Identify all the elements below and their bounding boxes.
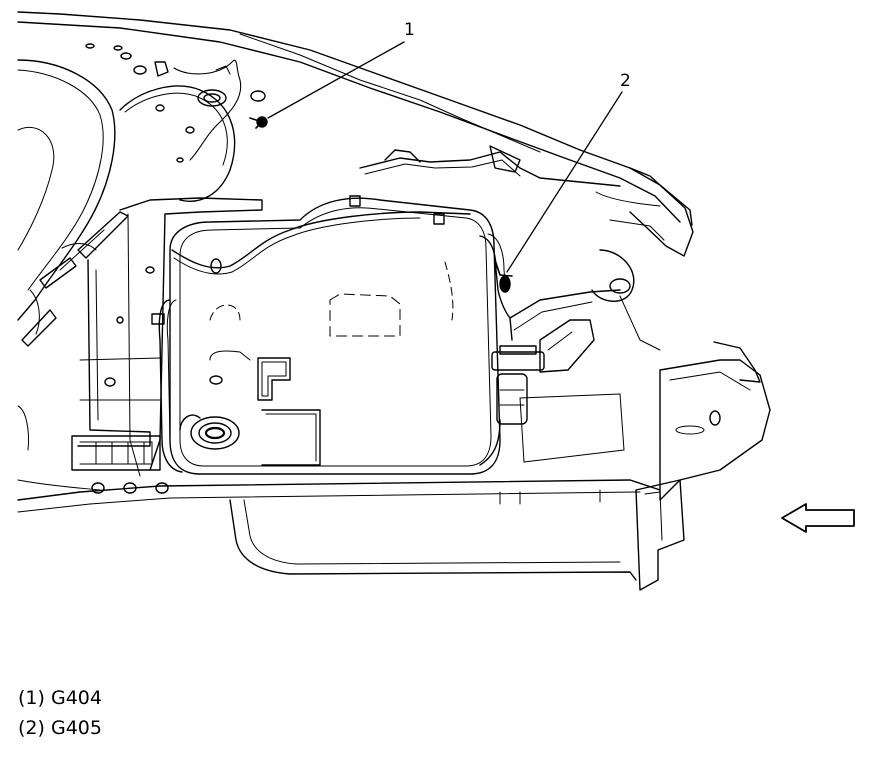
- roof-harness: [360, 146, 620, 186]
- rear-bumper-panel: [520, 192, 770, 590]
- arrow-left-icon: [782, 504, 854, 532]
- trunk-floor-pan: [170, 198, 500, 474]
- right-harness: [480, 234, 620, 465]
- left-floor-harness: [152, 196, 470, 472]
- callout-2: 2: [620, 71, 631, 91]
- legend-label: G405: [50, 717, 102, 739]
- left-wall-structure: [22, 198, 262, 476]
- legend-number: (2): [18, 717, 45, 739]
- legend: (1) G404 (2) G405: [18, 683, 102, 743]
- legend-number: (1): [18, 687, 45, 709]
- upper-details: [86, 44, 265, 162]
- body-upper-outline: [18, 12, 693, 256]
- rear-quarter-panel: [18, 60, 235, 320]
- connector-block: [492, 320, 594, 424]
- legend-item-g405: (2) G405: [18, 713, 102, 743]
- vehicle-underbody-diagram: [0, 0, 879, 640]
- callout-1: 1: [404, 20, 415, 40]
- callout-leaders: [268, 42, 622, 272]
- ground-g404-symbol: [250, 117, 267, 128]
- lower-body: [18, 406, 660, 580]
- legend-label: G404: [50, 687, 102, 709]
- fuel-pump-ring: [180, 415, 239, 449]
- legend-item-g404: (1) G404: [18, 683, 102, 713]
- ground-g405-symbol: [495, 260, 512, 292]
